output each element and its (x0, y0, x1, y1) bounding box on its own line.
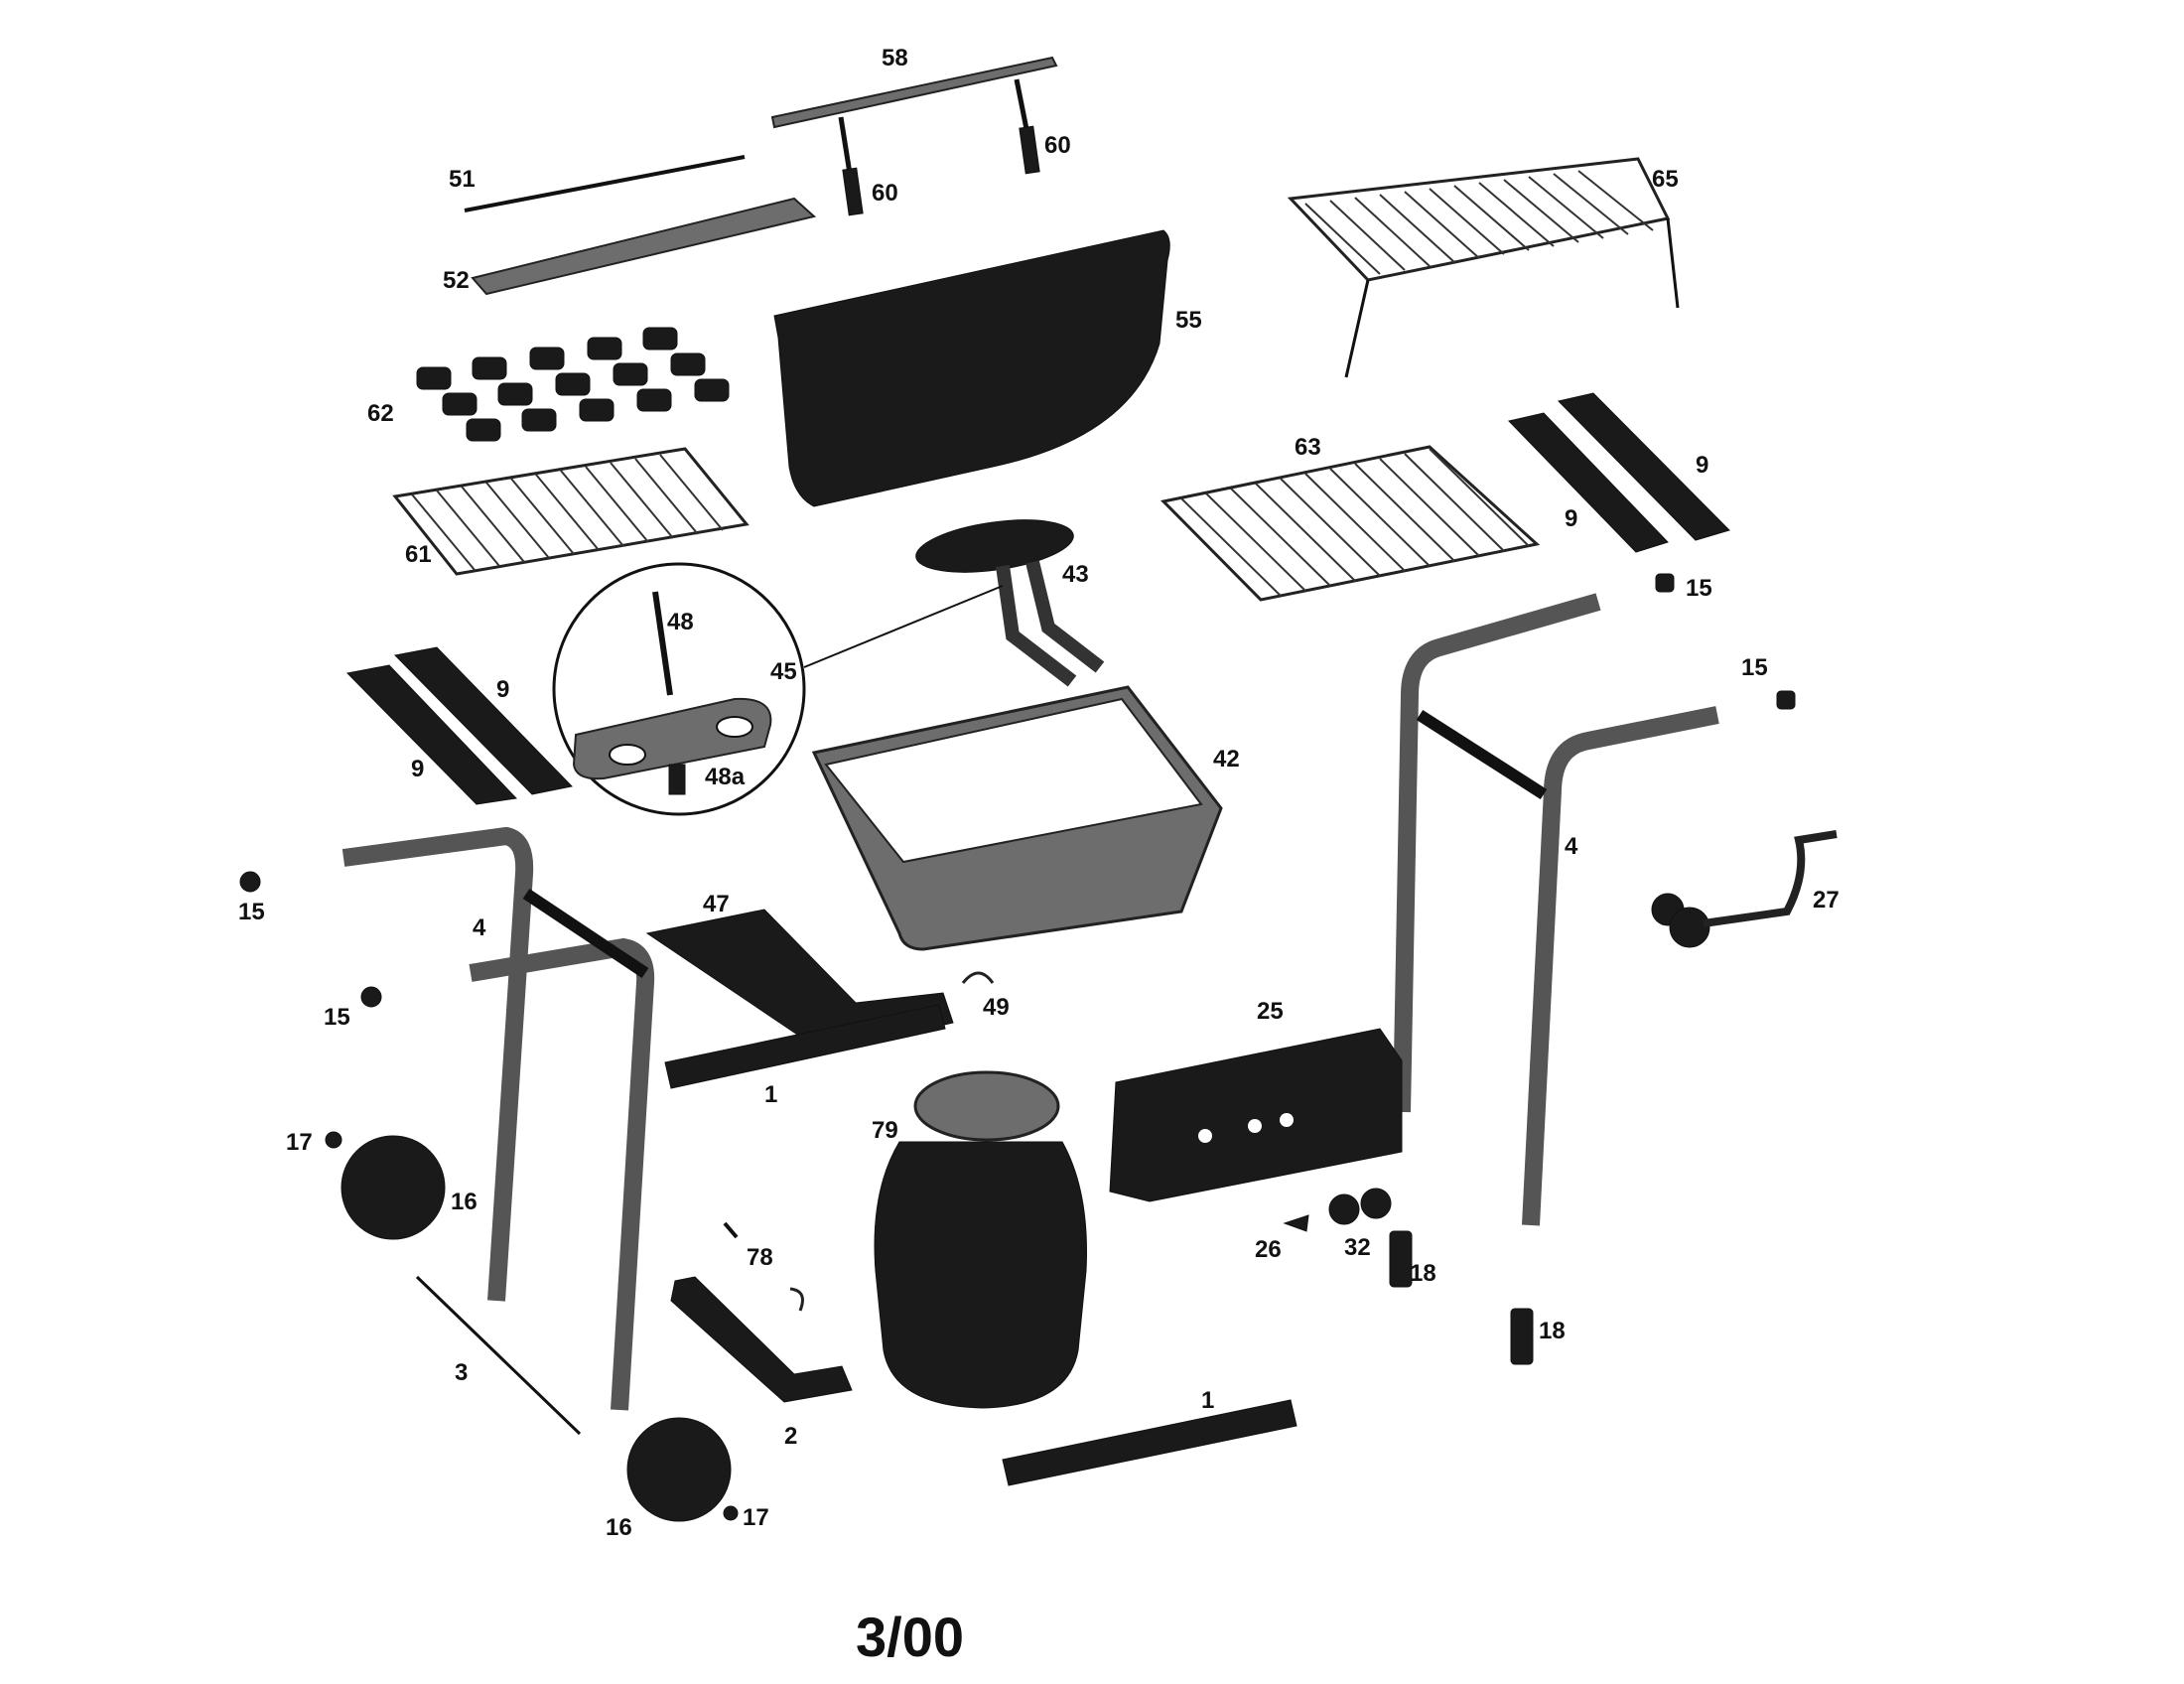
label-32: 32 (1344, 1234, 1371, 1261)
label-48a: 48a (705, 764, 746, 790)
wheel-16-upper (325, 1131, 446, 1240)
label-27: 27 (1813, 887, 1840, 913)
handle-bar-58 (770, 56, 1058, 216)
diagram-date: 3/00 (856, 1606, 964, 1668)
label-1-upper: 1 (764, 1081, 777, 1108)
control-panel-25 (1109, 1028, 1403, 1202)
label-78: 78 (747, 1244, 773, 1271)
label-3: 3 (455, 1359, 468, 1386)
caps-15 (239, 573, 1796, 1008)
side-shelf-slats-9-left (345, 646, 573, 805)
label-15-left-lower: 15 (324, 1004, 350, 1031)
briquette-grate-61 (392, 447, 750, 576)
label-45: 45 (770, 658, 797, 685)
label-62: 62 (367, 400, 394, 427)
tank-bracket-2-78 (670, 1221, 853, 1403)
propane-tank-79 (874, 1070, 1087, 1409)
clip-49 (961, 971, 995, 984)
briquettes-62 (416, 327, 730, 442)
label-58: 58 (882, 45, 908, 71)
frame-4-left (341, 826, 655, 1411)
label-15-right: 15 (1741, 654, 1768, 681)
label-4-left: 4 (473, 914, 486, 941)
label-2: 2 (784, 1423, 797, 1450)
label-17-lower: 17 (743, 1504, 769, 1531)
label-60-left: 60 (872, 180, 898, 207)
axle-rod-3 (415, 1275, 582, 1436)
label-18-lower: 18 (1539, 1318, 1566, 1344)
label-17-upper: 17 (286, 1129, 313, 1156)
firebox-42 (811, 685, 1223, 951)
warming-rack-65 (1287, 157, 1680, 378)
label-9-left-lower: 9 (411, 756, 424, 782)
label-1-lower: 1 (1201, 1387, 1214, 1414)
label-26: 26 (1255, 1236, 1282, 1263)
label-9-left-upper: 9 (496, 676, 509, 703)
grill-lid-55 (773, 229, 1170, 507)
label-65: 65 (1652, 166, 1679, 193)
regulator-27 (1651, 830, 1838, 948)
cooking-grid-63 (1160, 445, 1541, 602)
label-15-upper-right: 15 (1686, 575, 1712, 602)
label-16-upper: 16 (451, 1189, 478, 1215)
label-4-right: 4 (1565, 833, 1578, 860)
valve-knobs-26-32-18 (1283, 1188, 1534, 1365)
label-43: 43 (1062, 561, 1089, 588)
label-61: 61 (405, 541, 432, 568)
label-51: 51 (449, 166, 476, 193)
label-9-right-upper: 9 (1696, 452, 1708, 479)
part-labels: 58 60 60 51 52 65 55 62 63 9 9 61 43 15 … (238, 45, 1840, 1541)
shelf-rail-1-upper (664, 1004, 946, 1089)
label-25: 25 (1257, 998, 1284, 1025)
ignitor-detail-45-48 (552, 562, 1004, 816)
trim-strips-51-52 (464, 155, 817, 296)
wheel-16-lower (626, 1417, 739, 1522)
frame-4-right (1393, 593, 1719, 1226)
label-49: 49 (983, 994, 1010, 1021)
label-52: 52 (443, 267, 470, 294)
label-47: 47 (703, 891, 730, 917)
side-shelf-slats-9-right (1508, 392, 1730, 553)
label-9-right-lower: 9 (1565, 505, 1577, 532)
label-42: 42 (1213, 746, 1240, 772)
label-18-upper: 18 (1410, 1260, 1436, 1287)
shelf-rail-1-lower (1002, 1399, 1297, 1486)
label-16-lower: 16 (606, 1514, 632, 1541)
label-55: 55 (1175, 307, 1202, 334)
label-15-left-upper: 15 (238, 899, 265, 925)
label-79: 79 (872, 1117, 898, 1144)
label-48: 48 (667, 609, 694, 635)
label-63: 63 (1295, 434, 1321, 461)
burner-43 (915, 519, 1105, 687)
label-60-right: 60 (1044, 132, 1071, 159)
